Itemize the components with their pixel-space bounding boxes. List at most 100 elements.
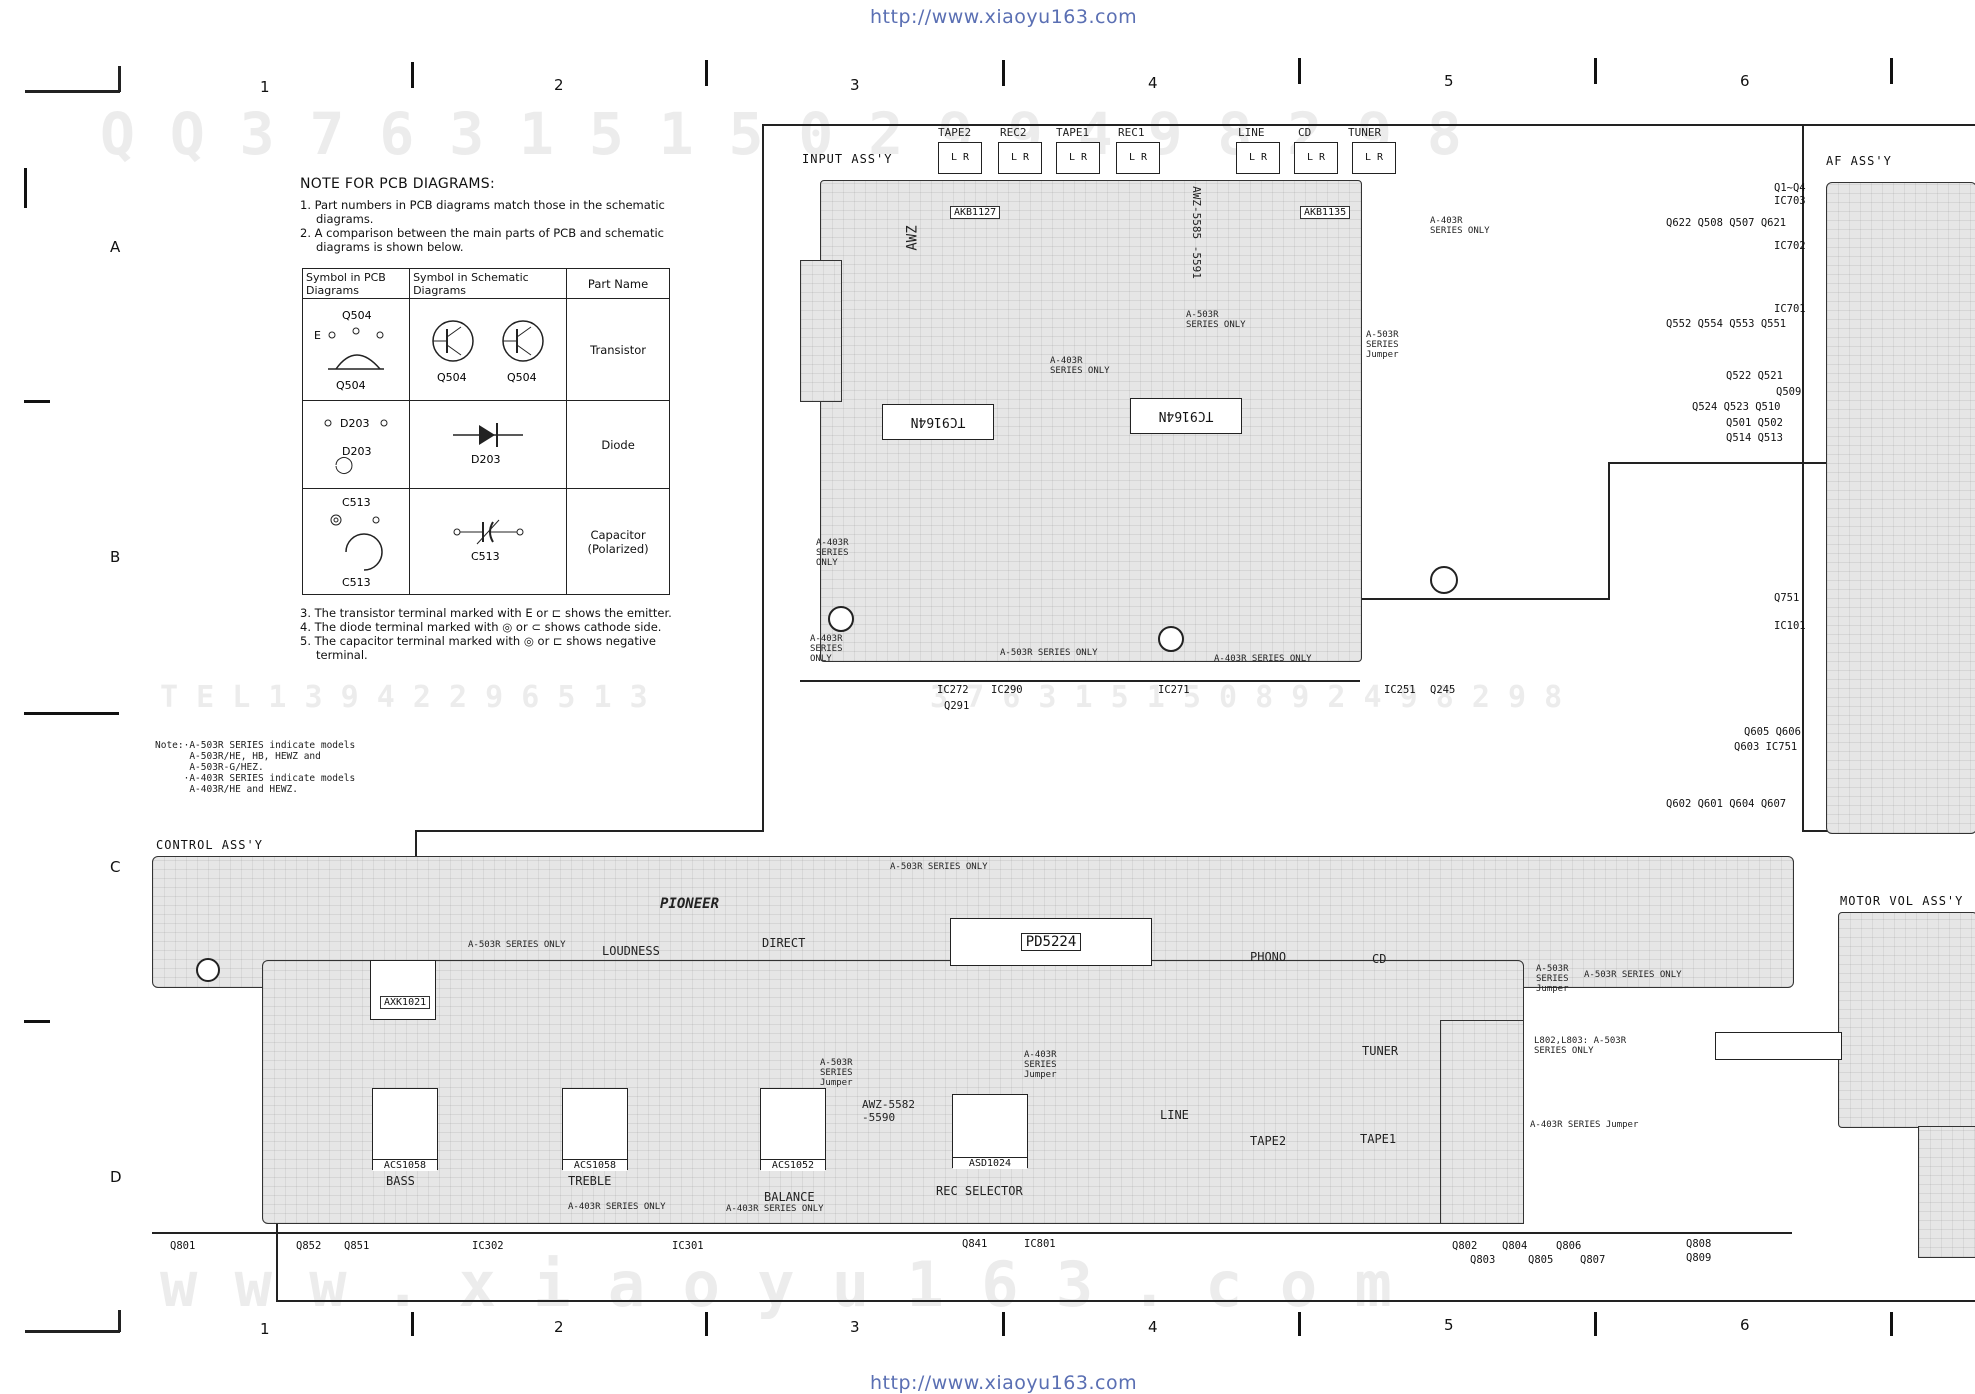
jack-cd: L R bbox=[1294, 142, 1338, 174]
footnote: 4. The diode terminal marked with ◎ or ⊂… bbox=[300, 620, 662, 634]
input-assy-title: INPUT ASS'Y bbox=[802, 152, 893, 166]
bass-label: BASS bbox=[386, 1174, 415, 1188]
footnote: 5. The capacitor terminal marked with ◎ … bbox=[300, 634, 656, 648]
diode-name: Diode bbox=[566, 400, 670, 489]
pcb-ref-2: D203 bbox=[342, 445, 371, 458]
col-3-bottom: 3 bbox=[850, 1318, 860, 1336]
rec-selector-switch[interactable]: ASD1024 bbox=[952, 1094, 1028, 1169]
table-header-schematic: Symbol in Schematic Diagrams bbox=[409, 268, 568, 299]
row-d: D bbox=[110, 1168, 122, 1186]
mounting-hole bbox=[196, 958, 220, 982]
capacitor-name: Capacitor bbox=[590, 527, 646, 542]
watermark-qq: Q Q 3 7 6 3 1 5 1 5 0 2 9 9 4 9 8 2 9 8 bbox=[100, 100, 1462, 168]
pioneer-logo: PIONEER bbox=[660, 896, 720, 912]
jack-rec2: L R bbox=[998, 142, 1042, 174]
watermark-tel: T E L 1 3 9 4 2 2 9 6 5 1 3 bbox=[160, 680, 648, 715]
capacitor-pcb-icon: C513 C513 bbox=[330, 496, 383, 589]
emitter-mark: E bbox=[314, 329, 321, 342]
series-note: Note:·A-503R SERIES indicate models A-50… bbox=[155, 740, 356, 795]
col-3-top: 3 bbox=[850, 76, 860, 94]
control-assy-board-main bbox=[262, 960, 1524, 1224]
motor-vol-assy-board bbox=[1838, 912, 1975, 1128]
series-note: A-503R SERIES ONLY bbox=[890, 862, 988, 872]
pot-chip-label: ACS1058 bbox=[563, 1159, 627, 1171]
pcb-ref-2: C513 bbox=[342, 576, 371, 589]
ref-q245: Q245 bbox=[1430, 684, 1456, 696]
transistor-pcb-symbol: Q504 E Q504 bbox=[301, 298, 411, 401]
series-label: A-403R SERIES ONLY bbox=[810, 634, 843, 664]
af-assy-board bbox=[1826, 182, 1975, 834]
notes-footnotes: 3. The transistor terminal marked with E… bbox=[300, 606, 700, 662]
jack-tape1: L R bbox=[1056, 142, 1100, 174]
ic-tc9164n-2: TC9164N bbox=[1130, 398, 1242, 434]
tick-left bbox=[24, 400, 50, 403]
diode-schematic-icon: D203 bbox=[453, 423, 524, 466]
mounting-hole bbox=[1158, 626, 1184, 652]
rec-selector-label: REC SELECTOR bbox=[936, 1184, 1023, 1198]
col-6-top: 6 bbox=[1740, 72, 1750, 90]
ref-q806: Q806 bbox=[1556, 1240, 1582, 1252]
tick-bottom bbox=[1298, 1312, 1301, 1336]
af-ref: Q524 Q523 Q510 bbox=[1692, 401, 1781, 413]
notes-title: NOTE FOR PCB DIAGRAMS: bbox=[300, 176, 495, 192]
pot-balance[interactable]: ACS1052 bbox=[760, 1088, 826, 1171]
col-5-top: 5 bbox=[1444, 72, 1454, 90]
capacitor-schematic-symbol: C513 bbox=[409, 488, 568, 595]
col-5-bottom: 5 bbox=[1444, 1316, 1454, 1334]
tick-top bbox=[1298, 58, 1301, 84]
symbol-comparison-table: Symbol in PCB Diagrams Symbol in Schemat… bbox=[301, 268, 670, 595]
mounting-hole bbox=[828, 606, 854, 632]
col-4-bottom: 4 bbox=[1148, 1318, 1158, 1336]
diode-pcb-icon: D203 D203 bbox=[324, 417, 388, 474]
series-note: A-403R SERIES Jumper bbox=[1024, 1050, 1057, 1080]
jack-label: REC2 bbox=[1000, 126, 1027, 139]
note-line: 1. Part numbers in PCB diagrams match th… bbox=[300, 198, 665, 212]
jack-label: TAPE1 bbox=[1056, 126, 1090, 139]
notes-intro: 1. Part numbers in PCB diagrams match th… bbox=[300, 198, 685, 254]
col-6-bottom: 6 bbox=[1740, 1316, 1750, 1334]
af-ref: Q603 IC751 bbox=[1734, 741, 1798, 753]
series-label: A-503R SERIES Jumper bbox=[1366, 330, 1399, 360]
chip-akb1127: AKB1127 bbox=[950, 206, 1001, 219]
diode-pcb-symbol: D203 D203 bbox=[301, 400, 411, 489]
note-line: diagrams is shown below. bbox=[316, 240, 464, 254]
pot-bass[interactable]: ACS1058 bbox=[372, 1088, 438, 1171]
ref-ic272: IC272 bbox=[937, 684, 969, 696]
input-assy-board-ear bbox=[800, 260, 842, 402]
ref-ic251: IC251 bbox=[1384, 684, 1416, 696]
pot-treble[interactable]: ACS1058 bbox=[562, 1088, 628, 1171]
tick-left bbox=[24, 1020, 50, 1023]
diode-schematic-symbol: D203 bbox=[409, 400, 568, 489]
cd-label: CD bbox=[1372, 952, 1387, 966]
af-divider bbox=[1802, 124, 1804, 830]
line-label: LINE bbox=[1160, 1108, 1189, 1122]
tick-top bbox=[705, 60, 708, 86]
tick-left bbox=[24, 712, 119, 715]
jack-label: TAPE2 bbox=[938, 126, 972, 139]
divider-vertical bbox=[762, 124, 764, 832]
transistor-name: Transistor bbox=[566, 298, 670, 401]
watermark-qq2: 3 7 6 3 1 5 1 5 0 8 9 2 4 9 8 2 9 8 bbox=[930, 680, 1563, 715]
divider-top bbox=[762, 124, 1975, 126]
tape1-label: TAPE1 bbox=[1360, 1132, 1397, 1146]
transistor-schematic-icon: Q504 Q504 bbox=[432, 319, 544, 384]
input-base-line bbox=[800, 680, 1360, 682]
col-2-bottom: 2 bbox=[554, 1318, 564, 1336]
axk1021-body bbox=[370, 960, 436, 1020]
frame-corner-bottom bbox=[25, 1330, 120, 1333]
frame-corner-top-v bbox=[118, 66, 121, 92]
motor-shaft bbox=[1715, 1032, 1842, 1060]
capacitor-name-2: (Polarized) bbox=[587, 541, 649, 556]
tick-bottom bbox=[705, 1312, 708, 1336]
series-note: A-403R SERIES ONLY bbox=[568, 1202, 666, 1212]
ic-pd5224: PD5224 bbox=[950, 918, 1152, 966]
series-note: A-503R SERIES Jumper bbox=[1536, 964, 1569, 994]
tuner-label: TUNER bbox=[1362, 1044, 1399, 1058]
jack-rec1: L R bbox=[1116, 142, 1160, 174]
af-ref: IC703 bbox=[1774, 195, 1806, 207]
tick-bottom bbox=[411, 1312, 414, 1336]
connector-line bbox=[1608, 462, 1856, 464]
af-ref: Q514 Q513 bbox=[1726, 432, 1783, 444]
footnote: terminal. bbox=[316, 648, 368, 662]
tick-top bbox=[1002, 60, 1005, 86]
